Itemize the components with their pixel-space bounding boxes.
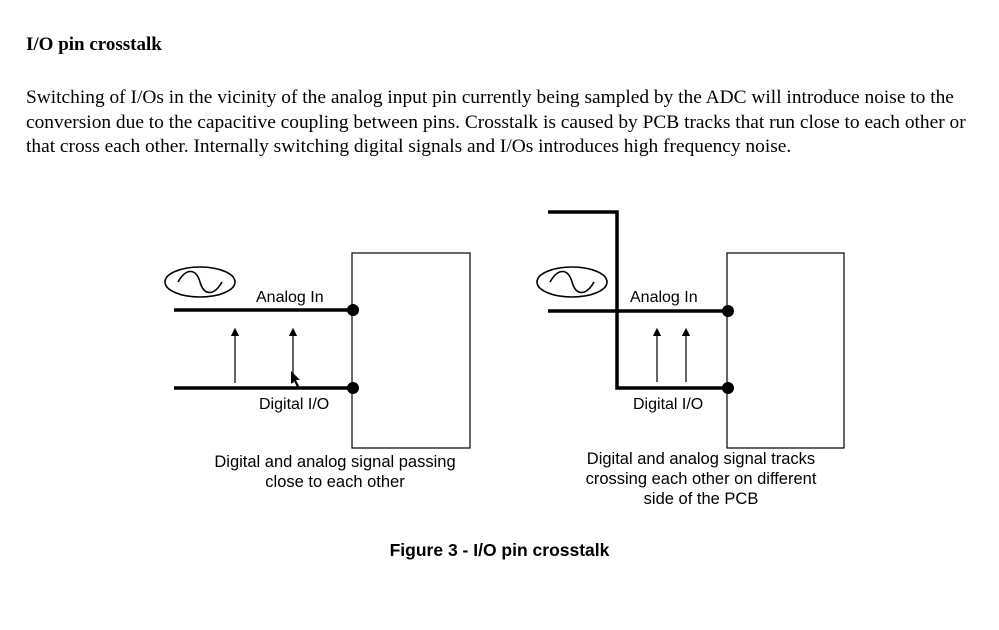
mouse-cursor-icon (291, 371, 300, 387)
chip-outline (726, 252, 845, 449)
chip-outline (351, 252, 471, 449)
ac-source-icon (536, 266, 608, 298)
digital-io-label: Digital I/O (633, 396, 703, 413)
analog-pin (347, 304, 359, 316)
left-caption-line: close to each other (265, 473, 405, 491)
digital-pin (347, 382, 359, 394)
digital-io-label: Digital I/O (259, 396, 329, 413)
analog-in-label: Analog In (630, 289, 698, 306)
analog-pin (722, 305, 734, 317)
left-caption-line: Digital and analog signal passing (214, 453, 455, 471)
right-panel: Analog In Digital I/O Digital and analog… (536, 210, 845, 508)
right-caption-line: crossing each other on different (586, 470, 817, 488)
right-caption-line: side of the PCB (644, 490, 759, 508)
digital-track (548, 210, 728, 390)
figure-caption: Figure 3 - I/O pin crosstalk (389, 540, 610, 560)
right-caption-line: Digital and analog signal tracks (587, 450, 815, 468)
digital-pin (722, 382, 734, 394)
left-panel: Analog In Digital I/O Digital and analog… (164, 252, 471, 491)
section-heading: I/O pin crosstalk (26, 34, 162, 55)
body-paragraph: Switching of I/Os in the vicinity of the… (26, 87, 966, 157)
ac-source-icon (164, 266, 236, 298)
analog-in-label: Analog In (256, 289, 324, 306)
